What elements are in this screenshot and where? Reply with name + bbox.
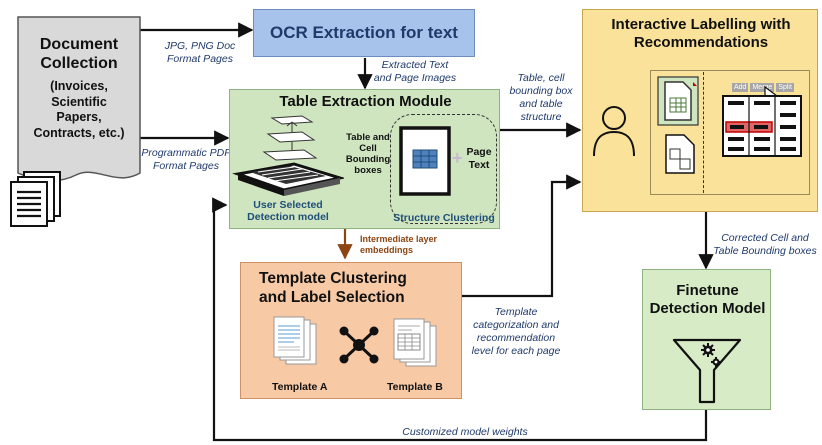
note-programmatic-pdf: Programmatic PDF Format Pages: [141, 147, 231, 172]
funnel-gear-icon: [672, 338, 742, 404]
finetune-title-line2: Detection Model: [649, 300, 766, 317]
note-corrected-boxes: Corrected Cell and Table Bounding boxes: [713, 232, 817, 257]
doc-title-line1: Document: [39, 36, 119, 53]
plus-icon: +: [452, 148, 463, 168]
note-template-categorization: Template categorization and recommendati…: [471, 306, 561, 357]
doc-subtitle-line3: Papers,: [56, 110, 102, 124]
arrow-template-to-interactive: [462, 174, 582, 298]
template-a-documents-icon: [273, 316, 317, 365]
cluster-hub-icon: [339, 326, 379, 364]
embeddings-label: Intermediate layer embeddings: [360, 234, 438, 255]
detection-model-label: User Selected Detection model: [247, 199, 329, 223]
structure-clustering-label: Structure Clustering: [393, 212, 495, 224]
template-title-line2: and Label Selection: [259, 289, 405, 306]
template-b-documents-icon: [393, 318, 437, 367]
interactive-title-line1: Interactive Labelling with: [611, 16, 791, 33]
add-button[interactable]: Add: [732, 83, 749, 92]
ocr-title: OCR Extraction for text: [270, 23, 458, 42]
template-a-label: Template A: [272, 381, 328, 393]
doc-subtitle-line1: (Invoices,: [50, 79, 108, 93]
table-module-title: Table Extraction Module: [279, 93, 452, 110]
note-extracted-text: Extracted Text and Page Images: [373, 59, 457, 84]
labelling-toolbar: Add Merge Split: [732, 83, 794, 92]
template-b-label: Template B: [387, 381, 443, 393]
ocr-extraction-box: OCR Extraction for text: [253, 9, 475, 57]
note-jpg-png: JPG, PNG Doc Format Pages: [164, 40, 236, 65]
selected-page-icon: [657, 76, 699, 126]
detection-model-icon: [232, 115, 344, 196]
doc-subtitle-line4: Contracts, etc.): [33, 125, 125, 140]
note-table-cell-structure: Table, cell bounding box and table struc…: [509, 72, 573, 123]
document-collection-node: Document Collection (Invoices, Scientifi…: [16, 15, 142, 187]
template-title-line1: Template Clustering: [259, 270, 407, 287]
stacked-documents-icon: [10, 171, 61, 227]
arrow-feedback-weights: [212, 197, 708, 442]
finetune-title-line1: Finetune: [676, 282, 739, 299]
structure-clustering-region: [390, 114, 497, 224]
split-button[interactable]: Split: [776, 83, 794, 92]
merge-button[interactable]: Merge: [750, 83, 775, 92]
interactive-title-line2: Recommendations: [633, 34, 769, 51]
labelled-table-icon: [722, 95, 802, 157]
bbox-label: Table and Cell Bounding boxes: [345, 132, 391, 176]
note-customized-weights: Customized model weights: [402, 426, 528, 438]
doc-title-line2: Collection: [40, 55, 118, 72]
page-text-label: Page Text: [466, 146, 492, 171]
panel-divider: [703, 72, 704, 193]
doc-subtitle-line2: Scientific: [51, 94, 107, 109]
user-icon: [593, 106, 635, 157]
page-icon: [665, 134, 695, 174]
labelling-panel: [650, 70, 810, 195]
structure-table-icon: [399, 126, 451, 196]
